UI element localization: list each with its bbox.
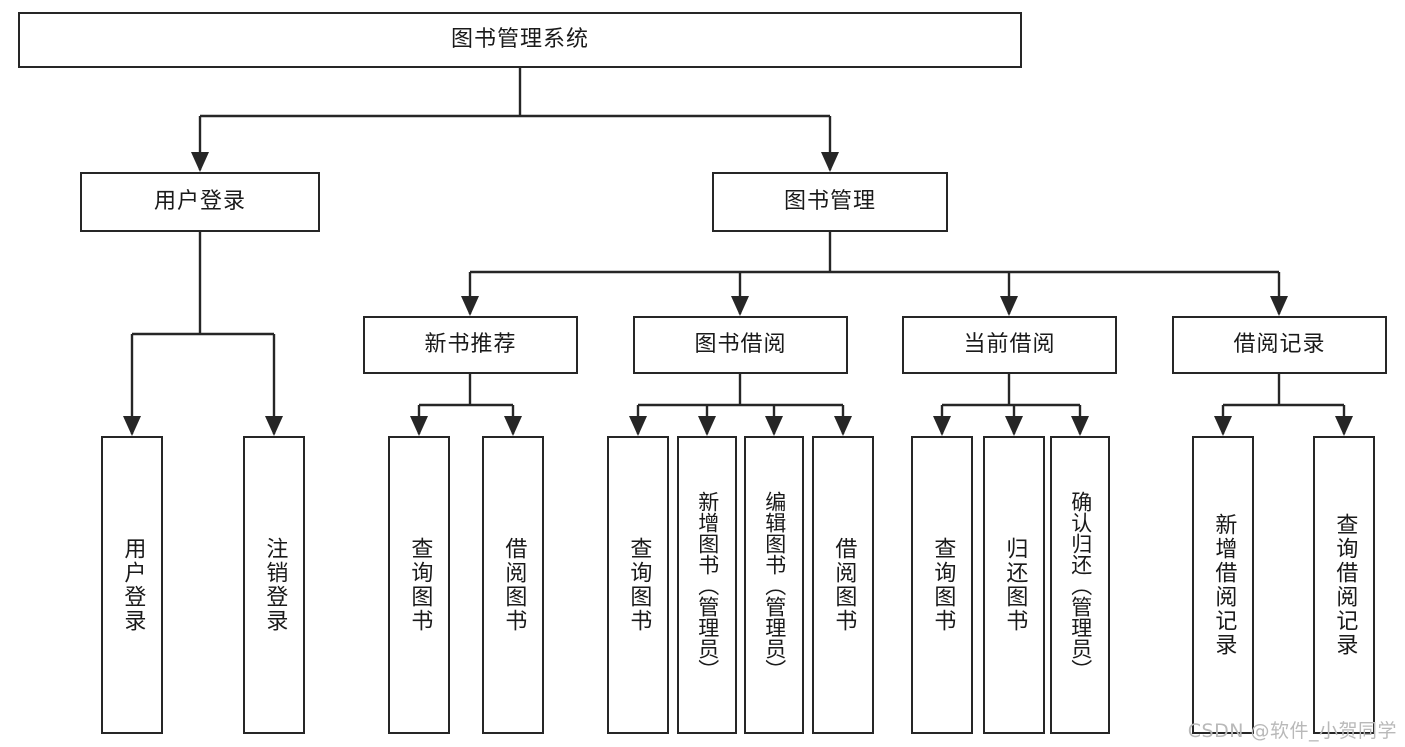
node-label-book-borrow: 图书借阅 bbox=[694, 331, 787, 357]
connector-arrowhead-current_borrow_to_leaves-0 bbox=[933, 416, 951, 436]
node-label-current-borrow: 当前借阅 bbox=[963, 331, 1056, 357]
node-label-leaf-edit-book-admin: 编辑图书（管理员） bbox=[762, 490, 787, 680]
connector-arrowhead-borrow_record_to_leaves-1 bbox=[1335, 416, 1353, 436]
node-label-leaf-borrow-book-2: 借阅图书 bbox=[831, 537, 857, 633]
node-leaf-add-borrow-record: 新增借阅记录 bbox=[1192, 436, 1254, 734]
node-leaf-edit-book-admin: 编辑图书（管理员） bbox=[744, 436, 804, 734]
connector-arrowhead-book_manage_to_level3-2 bbox=[1000, 296, 1018, 316]
node-book-manage: 图书管理 bbox=[712, 172, 948, 232]
connector-arrowhead-root_to_level2-0 bbox=[191, 152, 209, 172]
node-label-leaf-add-book-admin: 新增图书（管理员） bbox=[695, 490, 720, 680]
node-label-leaf-return-book: 归还图书 bbox=[1002, 537, 1028, 633]
node-label-user-login: 用户登录 bbox=[153, 188, 246, 214]
node-leaf-return-book: 归还图书 bbox=[983, 436, 1045, 734]
connector-arrowhead-new_book_to_leaves-0 bbox=[410, 416, 428, 436]
connector-arrowhead-user_login_to_leaves-0 bbox=[123, 416, 141, 436]
connector-arrowhead-book_manage_to_level3-1 bbox=[731, 296, 749, 316]
node-current-borrow: 当前借阅 bbox=[902, 316, 1117, 374]
watermark-label: CSDN @软件_小贺同学 bbox=[1187, 720, 1397, 742]
node-user-login: 用户登录 bbox=[80, 172, 320, 232]
node-leaf-user-login: 用户登录 bbox=[101, 436, 163, 734]
connector-arrowhead-user_login_to_leaves-1 bbox=[265, 416, 283, 436]
node-leaf-add-book-admin: 新增图书（管理员） bbox=[677, 436, 737, 734]
node-label-book-manage: 图书管理 bbox=[783, 188, 876, 214]
node-label-leaf-query-borrow-record: 查询借阅记录 bbox=[1332, 513, 1358, 657]
node-leaf-logout-login: 注销登录 bbox=[243, 436, 305, 734]
node-leaf-query-book-1: 查询图书 bbox=[388, 436, 450, 734]
connector-arrowhead-book_manage_to_level3-3 bbox=[1270, 296, 1288, 316]
node-label-leaf-query-book-3: 查询图书 bbox=[930, 537, 956, 633]
connector-arrowhead-book_manage_to_level3-0 bbox=[461, 296, 479, 316]
node-label-leaf-query-book-2: 查询图书 bbox=[626, 537, 652, 633]
node-label-new-book-recommend: 新书推荐 bbox=[424, 331, 517, 357]
node-leaf-borrow-book-2: 借阅图书 bbox=[812, 436, 874, 734]
node-label-leaf-user-login: 用户登录 bbox=[120, 537, 146, 633]
node-leaf-borrow-book-1: 借阅图书 bbox=[482, 436, 544, 734]
node-new-book-recommend: 新书推荐 bbox=[363, 316, 578, 374]
connector-arrowhead-book_borrow_to_leaves-2 bbox=[765, 416, 783, 436]
connector-arrowhead-book_borrow_to_leaves-1 bbox=[698, 416, 716, 436]
node-borrow-record: 借阅记录 bbox=[1172, 316, 1387, 374]
node-leaf-confirm-return-admin: 确认归还（管理员） bbox=[1050, 436, 1110, 734]
node-leaf-query-borrow-record: 查询借阅记录 bbox=[1313, 436, 1375, 734]
connector-arrowhead-current_borrow_to_leaves-2 bbox=[1071, 416, 1089, 436]
node-book-borrow: 图书借阅 bbox=[633, 316, 848, 374]
connector-arrowhead-borrow_record_to_leaves-0 bbox=[1214, 416, 1232, 436]
node-label-leaf-add-borrow-record: 新增借阅记录 bbox=[1211, 513, 1237, 657]
connector-arrowhead-book_borrow_to_leaves-0 bbox=[629, 416, 647, 436]
node-root: 图书管理系统 bbox=[18, 12, 1022, 68]
node-label-leaf-confirm-return-admin: 确认归还（管理员） bbox=[1068, 490, 1093, 680]
connector-arrowhead-current_borrow_to_leaves-1 bbox=[1005, 416, 1023, 436]
node-label-leaf-query-book-1: 查询图书 bbox=[407, 537, 433, 633]
node-leaf-query-book-3: 查询图书 bbox=[911, 436, 973, 734]
connector-arrowhead-new_book_to_leaves-1 bbox=[504, 416, 522, 436]
node-label-leaf-borrow-book-1: 借阅图书 bbox=[501, 537, 527, 633]
node-label-root: 图书管理系统 bbox=[450, 26, 589, 52]
node-label-borrow-record: 借阅记录 bbox=[1233, 331, 1326, 357]
connector-arrowhead-book_borrow_to_leaves-3 bbox=[834, 416, 852, 436]
node-leaf-query-book-2: 查询图书 bbox=[607, 436, 669, 734]
connector-arrowhead-root_to_level2-1 bbox=[821, 152, 839, 172]
node-label-leaf-logout-login: 注销登录 bbox=[262, 537, 288, 633]
